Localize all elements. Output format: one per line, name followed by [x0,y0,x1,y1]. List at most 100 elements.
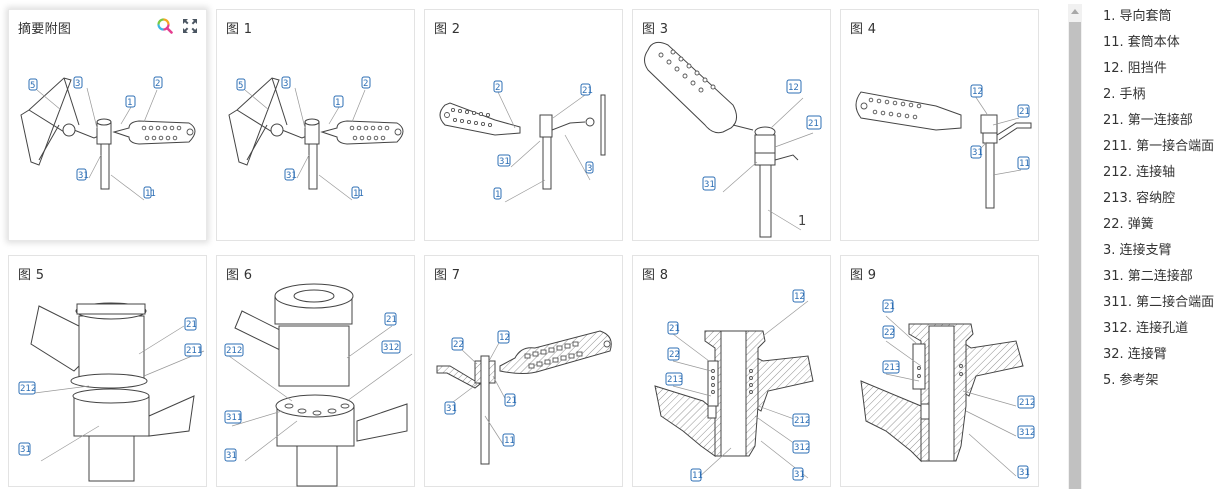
expand-icon[interactable] [182,18,198,34]
figure-drawing: 22 12 31 21 11 [436,330,612,465]
part-label: 31 [76,168,89,181]
part-label: 2 [153,76,163,89]
legend-item: 212. 连接轴 [1103,165,1176,180]
figure-card-4[interactable]: 图 4 12 21 31 11 [840,9,1039,241]
svg-text:21: 21 [386,315,397,325]
part-label: 11 [502,433,515,447]
scroll-thumb[interactable] [1069,22,1081,489]
part-labels: 12 21 31 11 [970,84,1030,170]
svg-text:2: 2 [495,83,500,93]
legend-item: 213. 容纳腔 [1103,191,1176,206]
svg-text:11: 11 [353,189,364,199]
part-label: 1 [493,187,502,200]
svg-text:31: 31 [704,180,715,190]
svg-text:3: 3 [587,164,592,174]
svg-text:21: 21 [186,320,197,330]
part-label: 312 [792,440,810,454]
part-label: 5 [236,78,246,91]
legend-item: 22. 弹簧 [1103,217,1154,232]
figure-title: 图 9 [850,268,877,283]
figure-card-7[interactable]: 图 7 22 12 31 21 11 [424,255,623,487]
part-label: 21 [184,317,197,331]
figure-title: 图 4 [850,22,877,37]
part-label: 311 [224,410,242,424]
legend-item: 32. 连接臂 [1103,347,1167,362]
figure-card-8[interactable]: 图 8 12 21 22 213 212 312 31 [632,255,831,487]
svg-text:12: 12 [972,87,983,97]
magnifier-icon[interactable] [157,18,173,34]
part-labels: 12 21 22 213 212 312 31 11 [665,289,810,482]
part-labels: 2 21 31 3 1 [493,80,594,200]
part-label: 2 [493,80,503,93]
figure-card-3[interactable]: 图 3 12 21 31 1 [632,9,831,241]
svg-text:11: 11 [145,189,156,199]
figure-drawing: 21 212 312 311 31 [224,283,413,487]
part-label: 213 [665,372,683,386]
figure-gallery: 摘要附图 [8,9,1044,489]
part-label: 12 [786,79,802,94]
part-labels: 22 12 31 21 11 [444,330,517,447]
part-label: 3 [585,161,594,174]
part-label: 11 [351,186,364,199]
svg-text:21: 21 [884,302,895,312]
part-labels: 21 211 212 31 [18,317,202,456]
svg-text:12: 12 [499,333,510,343]
part-label: 3 [281,76,291,89]
legend-item: 31. 第二连接部 [1103,269,1193,284]
part-label: 1 [125,95,136,108]
part-labels: 12 21 31 1 [702,79,822,229]
svg-text:312: 312 [383,343,399,353]
part-label: 211 [184,343,202,357]
svg-text:21: 21 [506,396,517,406]
part-label: 31 [1017,465,1030,479]
svg-text:3: 3 [75,79,80,89]
part-label: 12 [970,84,983,98]
part-label: 11 [690,468,703,482]
part-label: 21 [806,115,822,130]
scroll-up-arrow-icon[interactable] [1071,9,1079,14]
svg-text:22: 22 [453,340,464,350]
part-label: 31 [970,145,983,159]
figure-title: 图 5 [18,268,45,283]
legend-scrollbar[interactable] [1068,4,1082,489]
svg-text:22: 22 [884,328,895,338]
part-label: 12 [792,289,805,303]
svg-text:212: 212 [226,346,242,356]
part-labels: 5 3 2 1 31 11 [236,76,371,199]
svg-text:11: 11 [504,436,515,446]
part-label: 21 [580,83,593,96]
svg-text:1: 1 [127,98,132,108]
part-label: 31 [284,168,297,181]
svg-text:21: 21 [1019,107,1030,117]
svg-text:31: 31 [286,171,297,181]
figure-title: 图 2 [434,22,461,37]
legend-item: 2. 手柄 [1103,87,1146,102]
part-label: 31 [224,448,237,462]
figure-drawing: 21 22 213 212 312 31 [860,299,1035,479]
part-label: 3 [73,76,83,89]
figure-card-5[interactable]: 图 5 21 211 212 31 [8,255,207,487]
svg-text:31: 31 [972,148,983,158]
part-labels: 5 3 2 1 31 11 [28,76,163,199]
svg-text:2: 2 [363,79,368,89]
part-label: 31 [18,442,31,456]
figure-card-2[interactable]: 图 2 2 21 31 3 1 [424,9,623,241]
figure-card-abstract[interactable]: 摘要附图 [8,9,207,241]
svg-text:1: 1 [335,98,340,108]
figure-card-1[interactable]: 图 1 5 3 2 1 [216,9,415,241]
svg-text:31: 31 [794,470,805,480]
part-label: 11 [1017,156,1030,170]
part-label: 11 [143,186,156,199]
figure-card-9[interactable]: 图 9 21 22 213 212 312 31 [840,255,1039,487]
figure-card-6[interactable]: 图 6 21 212 312 311 31 [216,255,415,487]
figure-title: 图 8 [642,268,669,283]
part-label: 31 [702,176,716,191]
part-label: 213 [882,360,900,374]
part-label: 21 [504,393,517,407]
figure-title: 摘要附图 [18,22,72,37]
svg-text:31: 31 [20,445,31,455]
svg-text:31: 31 [226,451,237,461]
legend-item: 311. 第二接合端面 [1103,295,1215,310]
figure-drawing: 5 3 2 1 31 11 [20,76,196,201]
part-label: 21 [384,312,397,326]
